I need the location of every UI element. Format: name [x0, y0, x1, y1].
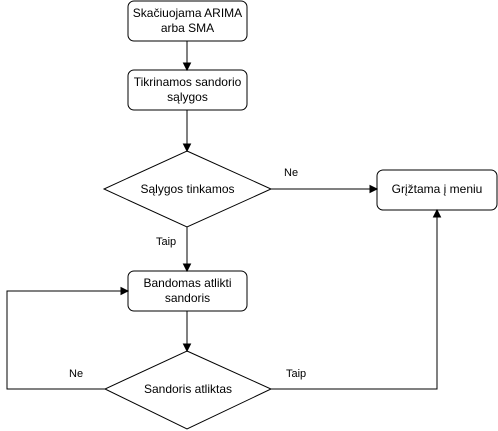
edge-decision2-yes-to-return — [271, 208, 442, 390]
edge-label-decision2-yes: Taip — [286, 368, 307, 380]
edge-label-decision1-no: Ne — [284, 167, 299, 179]
node-check-line1: Tikrinamos sandorio — [133, 75, 242, 89]
node-start-line2: arba SMA — [160, 21, 215, 35]
edge-decision1-yes-to-attempt — [182, 227, 192, 273]
node-attempt-line1: Bandomas atlikti — [143, 276, 232, 290]
decision-conditions-label: Sąlygos tinkamos — [140, 182, 235, 196]
edge-label-decision1-yes: Taip — [156, 236, 177, 248]
edge-start-to-check — [182, 41, 192, 72]
edge-decision1-no-to-return — [271, 184, 379, 194]
node-attempt-line2: sandoris — [164, 291, 211, 305]
node-start-label: Skačiuojama ARIMA arba SMA — [128, 6, 247, 36]
node-return-label: Grįžtama į meniu — [391, 182, 483, 196]
edge-label-decision2-no: Ne — [69, 368, 84, 380]
node-start-line1: Skačiuojama ARIMA — [132, 6, 243, 20]
decision-transaction-label: Sandoris atliktas — [143, 382, 233, 396]
edge-attempt-to-decision2 — [182, 311, 192, 353]
node-check-label: Tikrinamos sandorio sąlygos — [128, 75, 247, 105]
node-attempt-label: Bandomas atlikti sandoris — [128, 276, 247, 306]
node-check-line2: sąlygos — [167, 90, 208, 104]
decision-transaction-diamond — [103, 350, 273, 430]
edge-decision2-no-loop — [6, 286, 130, 390]
edge-check-to-decision1 — [182, 110, 192, 153]
